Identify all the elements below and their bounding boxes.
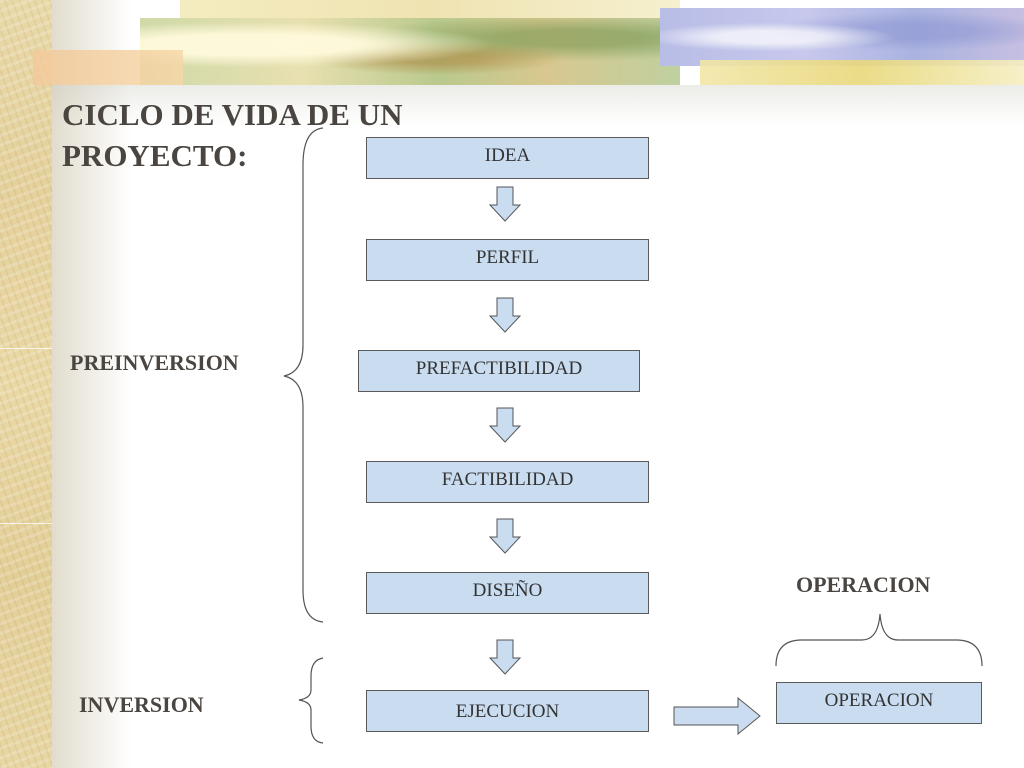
- slide-title: CICLO DE VIDA DE UN PROYECTO:: [62, 97, 403, 173]
- stage-diseno-box: DISEÑO: [366, 572, 649, 614]
- right-arrow: [673, 696, 761, 736]
- operacion-brace: [775, 613, 983, 667]
- stage-ejecucion-box: EJECUCION: [366, 690, 649, 732]
- stage-perfil-box: PERFIL: [366, 239, 649, 281]
- down-arrow-4: [488, 518, 522, 554]
- down-arrow-2: [488, 297, 522, 333]
- inversion-label: INVERSION: [79, 692, 204, 717]
- preinversion-label: PREINVERSION: [70, 350, 239, 375]
- banner-shadow: [52, 85, 1024, 125]
- operacion-header: OPERACION: [796, 572, 931, 597]
- banner-orange-strip: [33, 50, 183, 85]
- inversion-brace: [298, 657, 324, 744]
- stage-prefactibilidad-box: PREFACTIBILIDAD: [358, 350, 640, 392]
- stage-operacion-box: OPERACION: [776, 682, 982, 724]
- down-arrow-1: [488, 186, 522, 222]
- down-arrow-5: [488, 639, 522, 675]
- banner-top: [180, 0, 680, 20]
- banner-leaves-image: [140, 18, 680, 85]
- stage-factibilidad-box: FACTIBILIDAD: [366, 461, 649, 503]
- stage-idea-box: IDEA: [366, 137, 649, 179]
- preinversion-brace: [283, 127, 324, 623]
- side-shadow: [52, 0, 132, 768]
- banner-flowers-image: [660, 8, 1024, 66]
- textured-side-strip: [0, 0, 52, 768]
- down-arrow-3: [488, 407, 522, 443]
- banner-yellow-strip: [700, 60, 1024, 85]
